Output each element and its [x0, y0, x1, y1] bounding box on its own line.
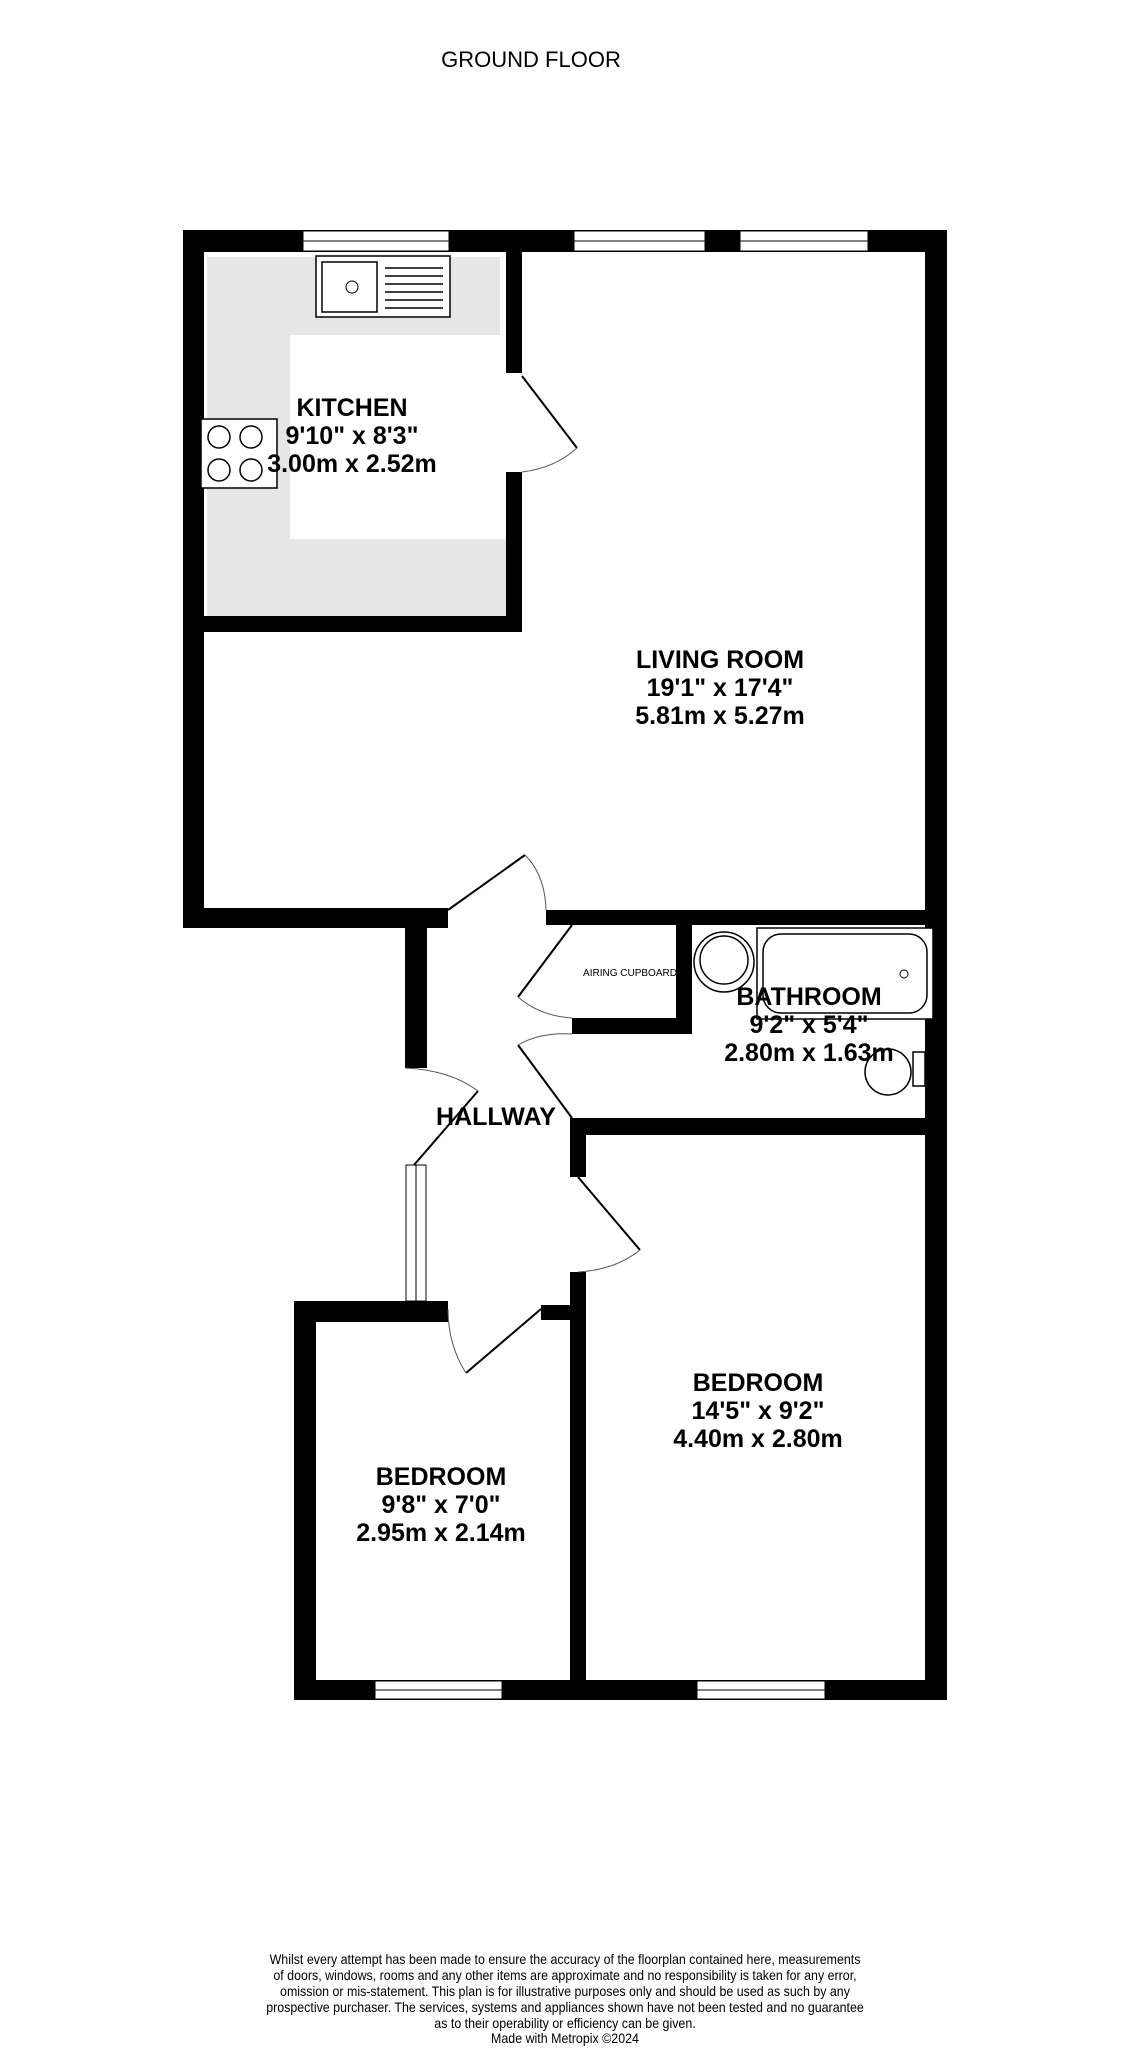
basin	[693, 931, 755, 993]
room-size-imperial: 9'2" x 5'4"	[749, 1011, 868, 1039]
bedroom-large-label: BEDROOM 14'5" x 9'2" 4.40m x 2.80m	[673, 1369, 843, 1453]
room-size-imperial: 14'5" x 9'2"	[692, 1397, 825, 1425]
room-name: KITCHEN	[296, 394, 407, 422]
bathroom-label: BATHROOM 9'2" x 5'4" 2.80m x 1.63m	[724, 983, 894, 1067]
sink	[315, 255, 451, 318]
disclaimer-line: omission or mis-statement. This plan is …	[280, 1984, 850, 2000]
disclaimer: Whilst every attempt has been made to en…	[266, 1952, 864, 2047]
room-size-metric: 3.00m x 2.52m	[267, 450, 437, 478]
room-name: BEDROOM	[376, 1463, 507, 1491]
kitchen-label: KITCHEN 9'10" x 8'3" 3.00m x 2.52m	[267, 394, 437, 478]
room-size-metric: 2.80m x 1.63m	[724, 1039, 894, 1067]
room-name: BEDROOM	[693, 1369, 824, 1397]
bedroom-small-door	[447, 1308, 542, 1374]
bedroom-small-label: BEDROOM 9'8" x 7'0" 2.95m x 2.14m	[356, 1463, 526, 1547]
disclaimer-line: of doors, windows, rooms and any other i…	[273, 1968, 856, 1984]
windows	[302, 230, 869, 1700]
airing-cupboard-door	[517, 924, 573, 1019]
bathroom-door	[517, 1033, 573, 1119]
credit-line: Made with Metropix ©2024	[491, 2031, 639, 2047]
airing-cupboard-label: AIRING CUPBOARD	[583, 968, 677, 979]
room-size-metric: 5.81m x 5.27m	[635, 702, 805, 730]
kitchen-door	[521, 375, 578, 473]
room-size-imperial: 9'8" x 7'0"	[381, 1491, 500, 1519]
disclaimer-line: as to their operability or efficiency ca…	[434, 2016, 695, 2032]
living-room-door	[447, 854, 547, 911]
room-size-metric: 4.40m x 2.80m	[673, 1425, 843, 1453]
room-size-imperial: 19'1" x 17'4"	[647, 674, 794, 702]
room-name: BATHROOM	[736, 983, 881, 1011]
living-room-label: LIVING ROOM 19'1" x 17'4" 5.81m x 5.27m	[635, 646, 805, 730]
hob	[200, 418, 278, 489]
hallway-door	[404, 1067, 479, 1166]
floor-title: GROUND FLOOR	[441, 47, 621, 72]
hallway-label: HALLWAY	[436, 1103, 556, 1131]
disclaimer-line: Whilst every attempt has been made to en…	[270, 1952, 861, 1968]
toilet	[864, 1048, 926, 1096]
disclaimer-line: prospective purchaser. The services, sys…	[266, 2000, 864, 2016]
bedroom-large-door	[577, 1176, 641, 1273]
doors	[404, 375, 641, 1374]
bath	[756, 927, 934, 1020]
room-size-imperial: 9'10" x 8'3"	[286, 422, 419, 450]
room-size-metric: 2.95m x 2.14m	[356, 1519, 526, 1547]
room-name: LIVING ROOM	[636, 646, 804, 674]
